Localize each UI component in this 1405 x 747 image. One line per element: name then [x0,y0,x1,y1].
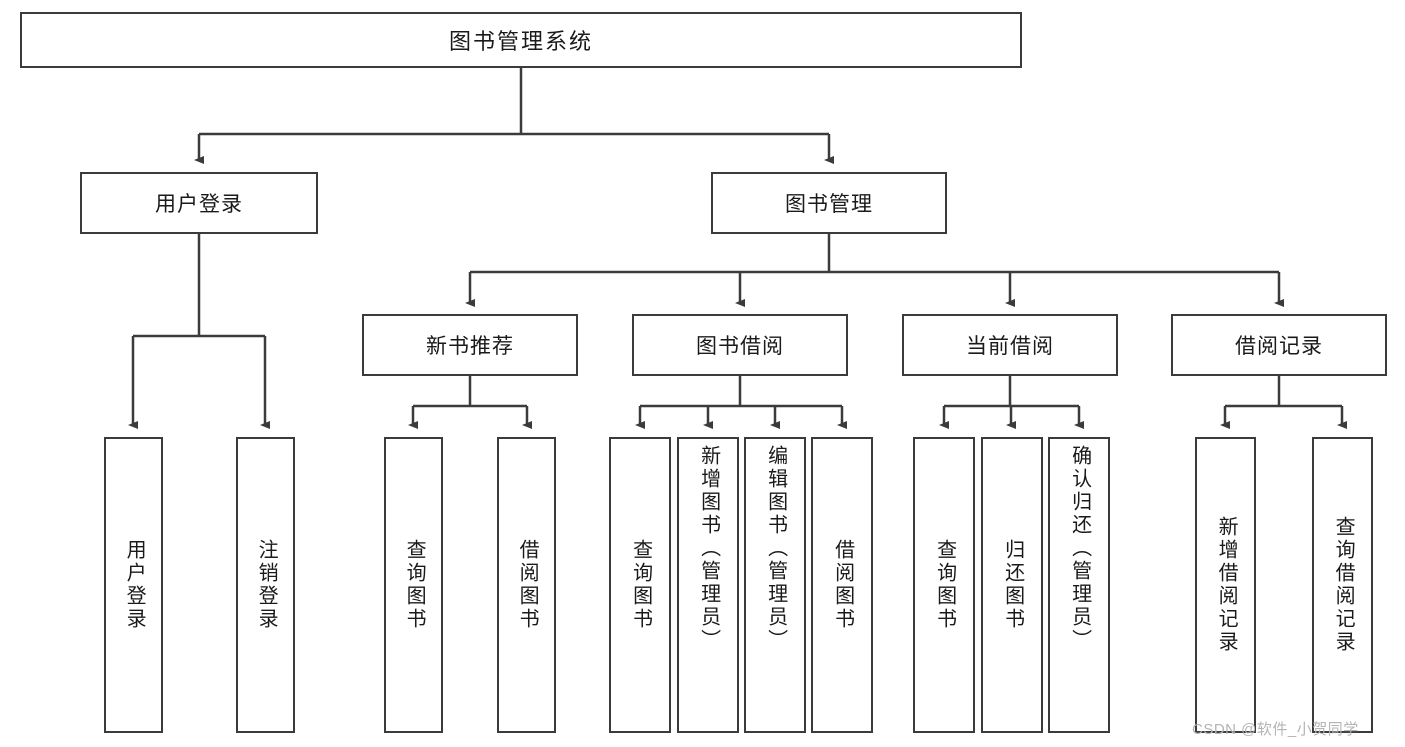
node-leaf-add-book[interactable]: 新增图书（管理员） [677,437,739,733]
node-label: 确认归还（管理员） [1068,445,1091,652]
node-leaf-borrow-book-2[interactable]: 借阅图书 [811,437,873,733]
node-label: 归还图书 [1001,539,1024,631]
node-user-login[interactable]: 用户登录 [80,172,318,234]
node-label: 用户登录 [123,539,146,631]
node-label: 当前借阅 [966,335,1054,358]
node-book-management[interactable]: 图书管理 [711,172,947,234]
csdn-watermark: CSDN @软件_小贺同学 [1192,721,1359,738]
node-leaf-query-book-3[interactable]: 查询图书 [913,437,975,733]
node-label: 图书管理系统 [448,29,593,54]
node-current-borrow[interactable]: 当前借阅 [902,314,1118,376]
node-label: 注销登录 [255,539,278,631]
node-label: 新增图书（管理员） [697,445,720,652]
node-leaf-return-book[interactable]: 归还图书 [981,437,1043,733]
node-borrow-record[interactable]: 借阅记录 [1171,314,1387,376]
node-book-borrow[interactable]: 图书借阅 [632,314,848,376]
node-label: 查询借阅记录 [1332,516,1355,654]
node-label: 借阅图书 [831,539,854,631]
node-label: 借阅图书 [516,539,539,631]
node-label: 图书管理 [785,193,873,216]
node-label: 借阅记录 [1235,335,1323,358]
node-label: 查询图书 [403,539,426,631]
node-leaf-user-login[interactable]: 用户登录 [104,437,163,733]
node-label: 图书借阅 [696,335,784,358]
node-label: 编辑图书（管理员） [764,445,787,652]
node-leaf-query-book-2[interactable]: 查询图书 [609,437,671,733]
node-leaf-logout-login[interactable]: 注销登录 [236,437,295,733]
node-leaf-add-record[interactable]: 新增借阅记录 [1195,437,1256,733]
node-label: 新书推荐 [426,335,514,358]
node-leaf-edit-book[interactable]: 编辑图书（管理员） [744,437,806,733]
node-new-book-recommend[interactable]: 新书推荐 [362,314,578,376]
node-label: 新增借阅记录 [1215,516,1238,654]
node-leaf-query-record[interactable]: 查询借阅记录 [1312,437,1373,733]
node-leaf-query-book-1[interactable]: 查询图书 [384,437,443,733]
node-label: 查询图书 [629,539,652,631]
node-leaf-borrow-book-1[interactable]: 借阅图书 [497,437,556,733]
node-label: 查询图书 [933,539,956,631]
node-root-book-management-system[interactable]: 图书管理系统 [20,12,1022,68]
node-leaf-confirm-return[interactable]: 确认归还（管理员） [1048,437,1110,733]
node-label: 用户登录 [155,193,243,216]
